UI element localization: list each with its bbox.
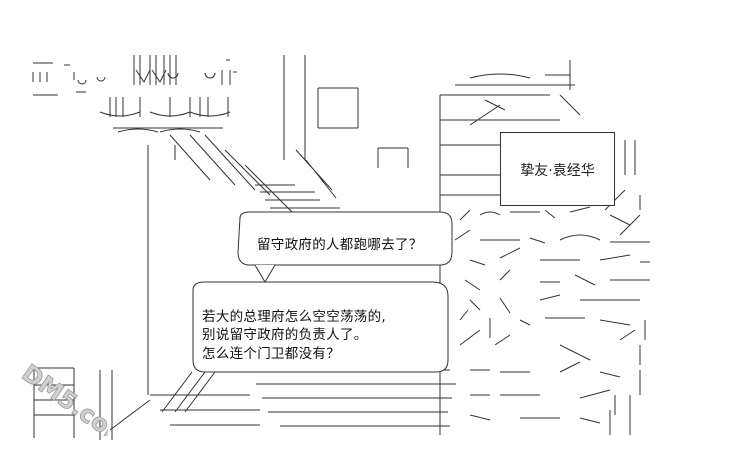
- speech-bubble-bottom: [192, 281, 449, 373]
- bubble-top-line-1: 留守政府的人都跑哪去了？: [257, 237, 423, 253]
- speech-bubble-top: [237, 211, 453, 283]
- bubble-bottom-line-3: 怎么连个门卫都没有？: [202, 346, 340, 362]
- staircase: [109, 134, 456, 431]
- name-plate: 挚友·袁经华: [500, 132, 615, 206]
- bubble-bottom-line-1: 若大的总理府怎么空空荡荡的,: [202, 309, 386, 325]
- bubble-bottom-line-2: 别说留守政府的负责人了。: [202, 327, 368, 343]
- right-ascii-clutter: [454, 206, 650, 435]
- dm5-watermark-logo: DM5.com: [16, 358, 108, 436]
- pillars: [147, 55, 359, 395]
- watermark-text: DM5.com: [17, 359, 108, 436]
- name-plate-text: 挚友·袁经华: [520, 163, 595, 179]
- lower-left-wall: [33, 367, 113, 440]
- left-top-ascii: [32, 55, 237, 133]
